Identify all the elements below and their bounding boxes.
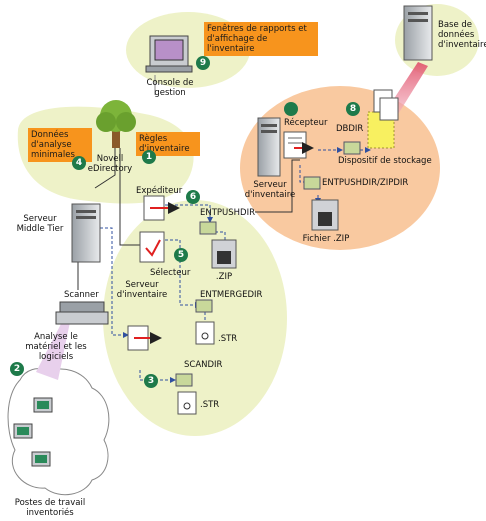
zip-center-label: .ZIP [215,272,233,282]
scandir-folder-icon [175,373,193,387]
step-9-badge: 9 [196,56,210,70]
entpushdir-to-zip-line [215,231,226,240]
entpushdir-label: ENTPUSHDIR [200,208,256,218]
zipdir-folder-icon [303,176,321,190]
scan-file-icon [127,325,162,351]
step-3-badge: 3 [144,374,158,388]
edirectory-tree-icon [96,100,136,148]
workstation-icons [13,397,53,467]
sender-to-entpushdir-line [165,204,213,223]
selector-to-entmerge-line [165,239,201,308]
middle-tier-server-icon [71,203,101,263]
step-6-badge: 6 [186,190,200,204]
str-file-1-icon [195,321,215,345]
entpushdir-folder-icon [199,221,217,235]
scanner-device-icon [55,301,109,325]
reports-callout: Fenêtres de rapports et d'affichage de l… [204,22,318,56]
zip-file-label: Fichier .ZIP [302,234,350,244]
selector-icon [139,231,165,263]
edirectory-label: Novell eDirectory [87,154,133,174]
step-2-badge: 2 [10,362,24,376]
scanner-label: Scanner [64,290,99,300]
scan-beam [36,322,70,380]
edirectory-to-middletier [94,148,116,189]
entmergedir-folder-icon [195,299,213,313]
mgmt-console-label: Console de gestion [146,78,194,98]
scandir-label: SCANDIR [184,360,223,370]
storage-device-icon [367,89,399,149]
zip-file-right-icon [311,199,339,231]
entpush-zipdir-label: ENTPUSHDIR/ZIPDIR [322,178,409,188]
edirectory-to-inv-server [119,148,140,246]
middle-tier-label: Serveur Middle Tier [16,214,64,234]
receiver-icon [283,131,314,159]
receiver-label: Récepteur [284,118,328,128]
str-file-2-icon [177,391,197,415]
receiver-to-zipdir-line [299,165,305,183]
middletier-to-scandir-line [100,227,129,338]
step-receiver-badge [284,102,298,116]
scandir-line [139,370,176,383]
zip-file-center-icon [211,239,237,269]
dbdir-label: DBDIR [336,124,364,134]
management-console-icon [145,35,193,73]
sender-label: Expéditeur [136,186,183,196]
database-server-icon [403,5,433,61]
step-5-badge: 5 [174,248,188,262]
hw-sw-scan-label: Analyse le matériel et les logiciels [25,332,87,362]
workstations-label: Postes de travail inventoriés [14,498,86,518]
dbdir-folder-icon [343,141,361,155]
inventory-server-right-icon [257,117,281,177]
step-1-badge: 1 [142,150,156,164]
storage-device-label: Dispositif de stockage [338,156,432,166]
inv-server-center-label: Serveur d'inventaire [116,280,168,300]
selector-label: Sélecteur [150,268,191,278]
sender-icon [143,195,180,221]
step-4-badge: 4 [72,156,86,170]
inv-server-right-label: Serveur d'inventaire [244,180,296,200]
entpushdir-to-receiver-line [255,159,300,213]
entmergedir-label: ENTMERGEDIR [200,290,263,300]
str1-label: .STR [218,334,238,344]
step-8-badge: 8 [346,102,360,116]
database-label: Base de données d'inventaire [438,20,486,50]
str2-label: .STR [200,400,220,410]
